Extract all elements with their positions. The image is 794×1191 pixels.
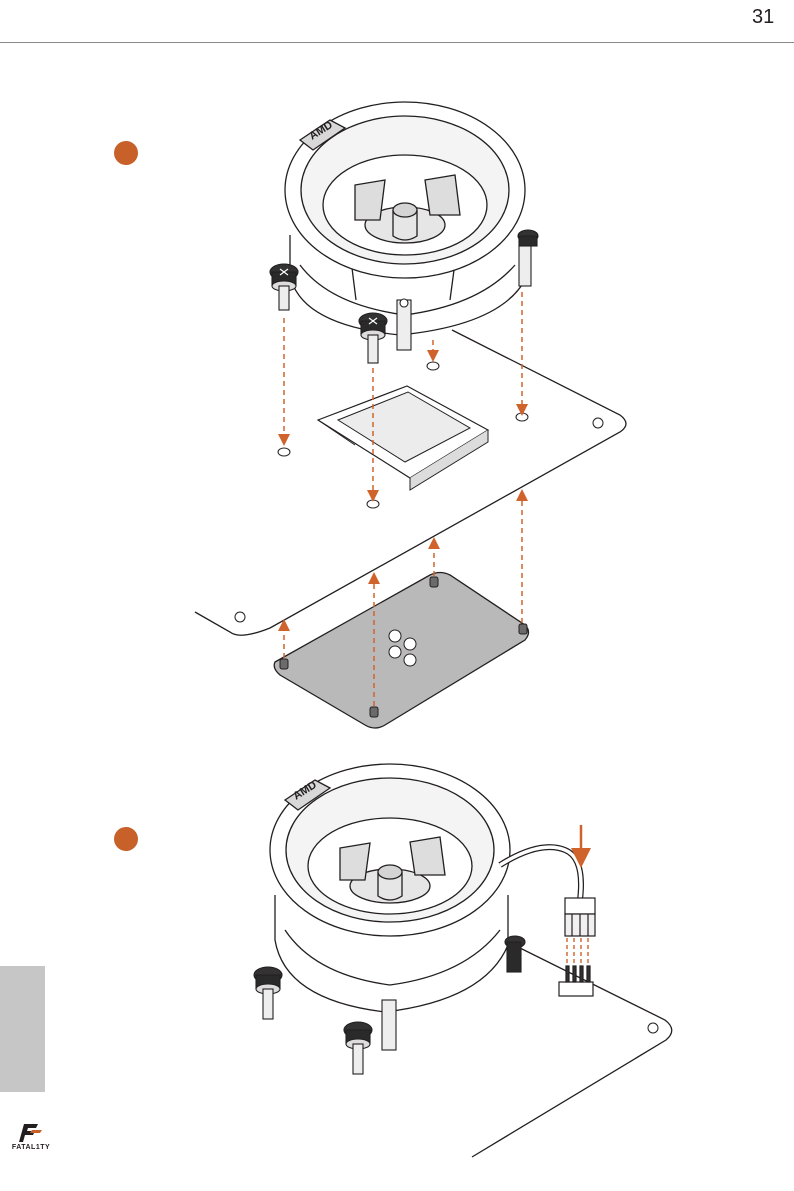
screw-front-left	[270, 264, 298, 310]
screw-back-right	[518, 230, 538, 286]
screw-back-center	[397, 299, 411, 350]
language-tab	[0, 966, 45, 1092]
fan-cable-plug	[565, 898, 595, 936]
logo-text: FATAL1TY	[6, 1144, 56, 1151]
motherboard-plate-2	[472, 948, 672, 1157]
fan-connector-diagram: AMD	[254, 764, 672, 1157]
screw-front-mid	[359, 313, 387, 363]
fatal1ty-logo: FATAL1TY	[6, 1122, 56, 1156]
fan-cable	[500, 847, 581, 900]
